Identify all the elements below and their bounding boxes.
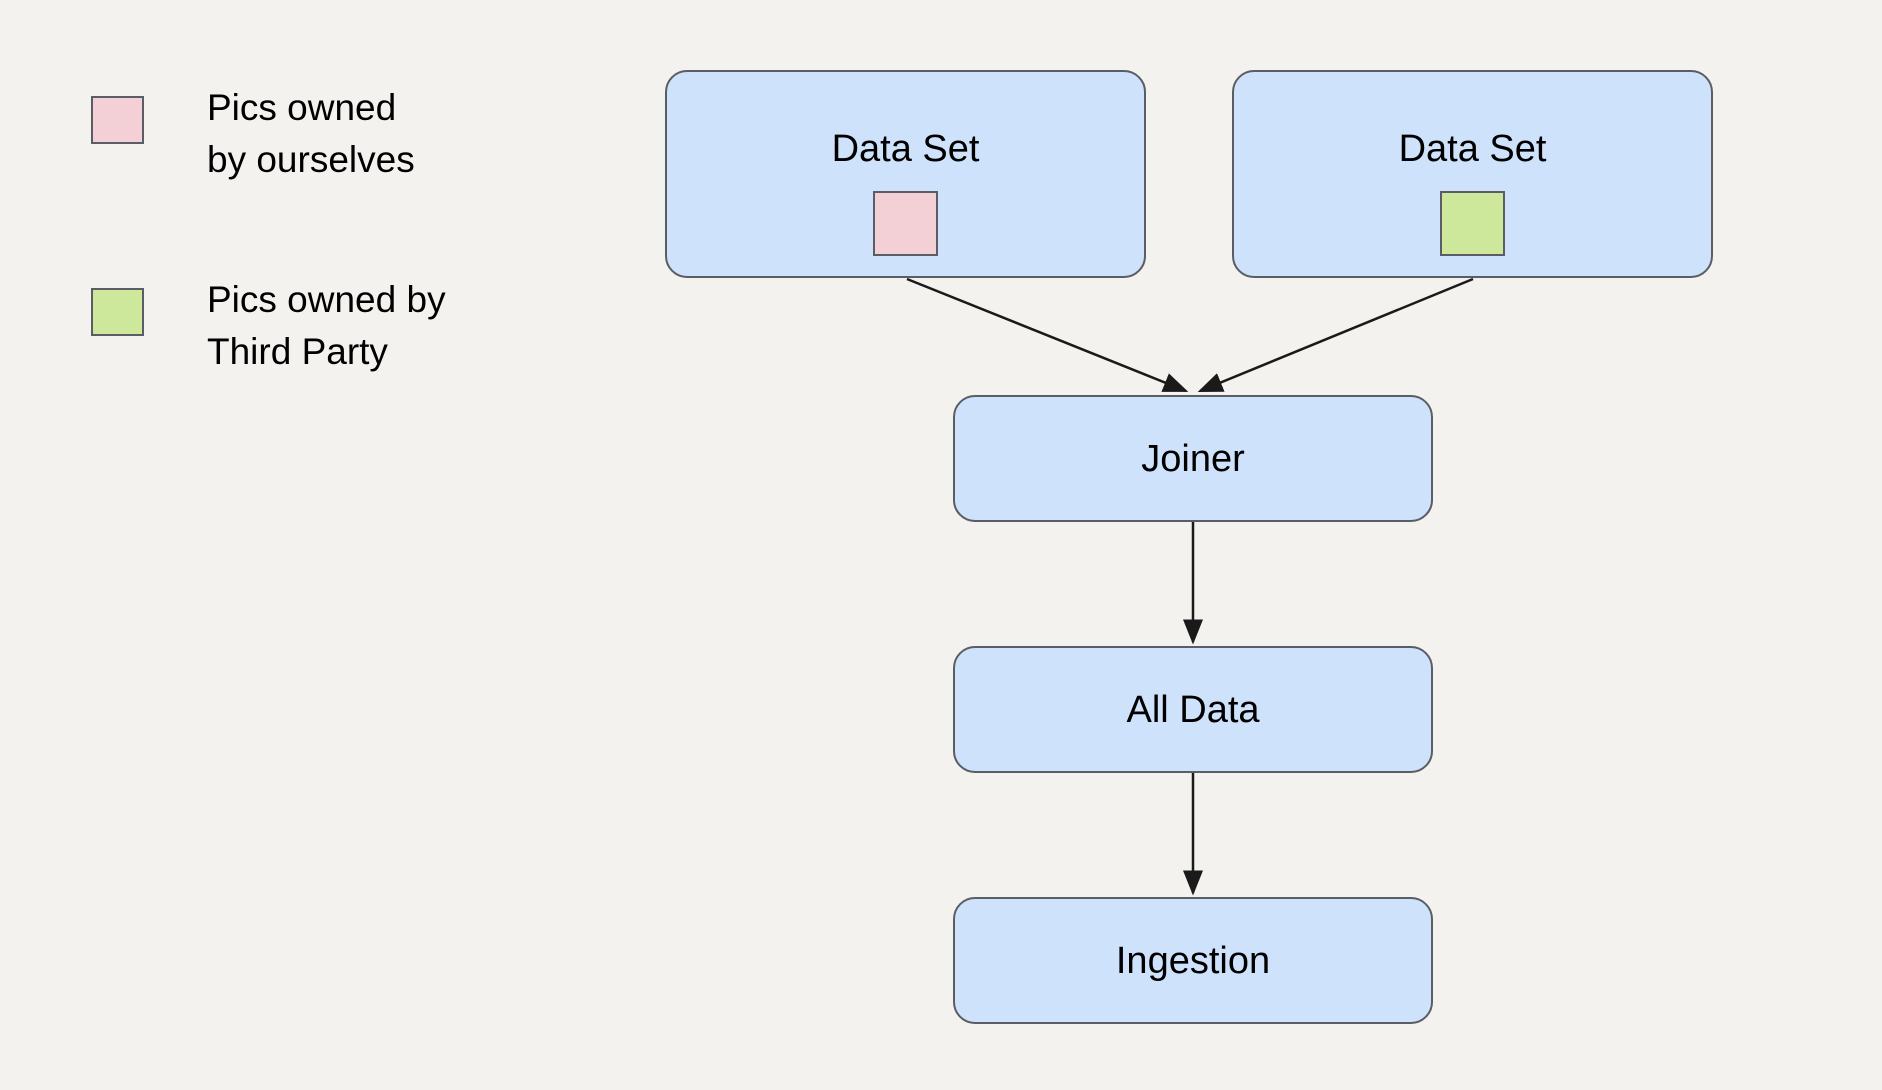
node-all-data[interactable]: All Data xyxy=(953,646,1433,773)
node-label-data-set-left: Data Set xyxy=(831,128,980,170)
node-label-data-set-right: Data Set xyxy=(1398,128,1547,170)
node-label-ingestion: Ingestion xyxy=(1115,939,1271,982)
node-label-all-data: All Data xyxy=(1126,688,1260,731)
legend-item-third-party: Pics owned by Third Party xyxy=(91,274,521,466)
legend-item-own: Pics owned by ourselves xyxy=(91,82,521,274)
legend-label-own: Pics owned by ourselves xyxy=(207,87,415,180)
edge-left-to-joiner xyxy=(906,277,1189,393)
pink-swatch-icon xyxy=(91,96,144,144)
node-data-set-left[interactable]: Data Set xyxy=(665,70,1146,278)
green-swatch-icon xyxy=(1440,191,1505,256)
pink-swatch-icon xyxy=(873,191,938,256)
node-label-joiner: Joiner xyxy=(1141,437,1245,480)
green-swatch-icon xyxy=(91,288,144,336)
legend: Pics owned by ourselves Pics owned by Th… xyxy=(91,82,521,466)
node-joiner[interactable]: Joiner xyxy=(953,395,1433,522)
node-data-set-right[interactable]: Data Set xyxy=(1232,70,1713,278)
node-ingestion[interactable]: Ingestion xyxy=(953,897,1433,1024)
legend-label-third-party: Pics owned by Third Party xyxy=(207,279,446,372)
edge-right-to-joiner xyxy=(1197,277,1474,393)
